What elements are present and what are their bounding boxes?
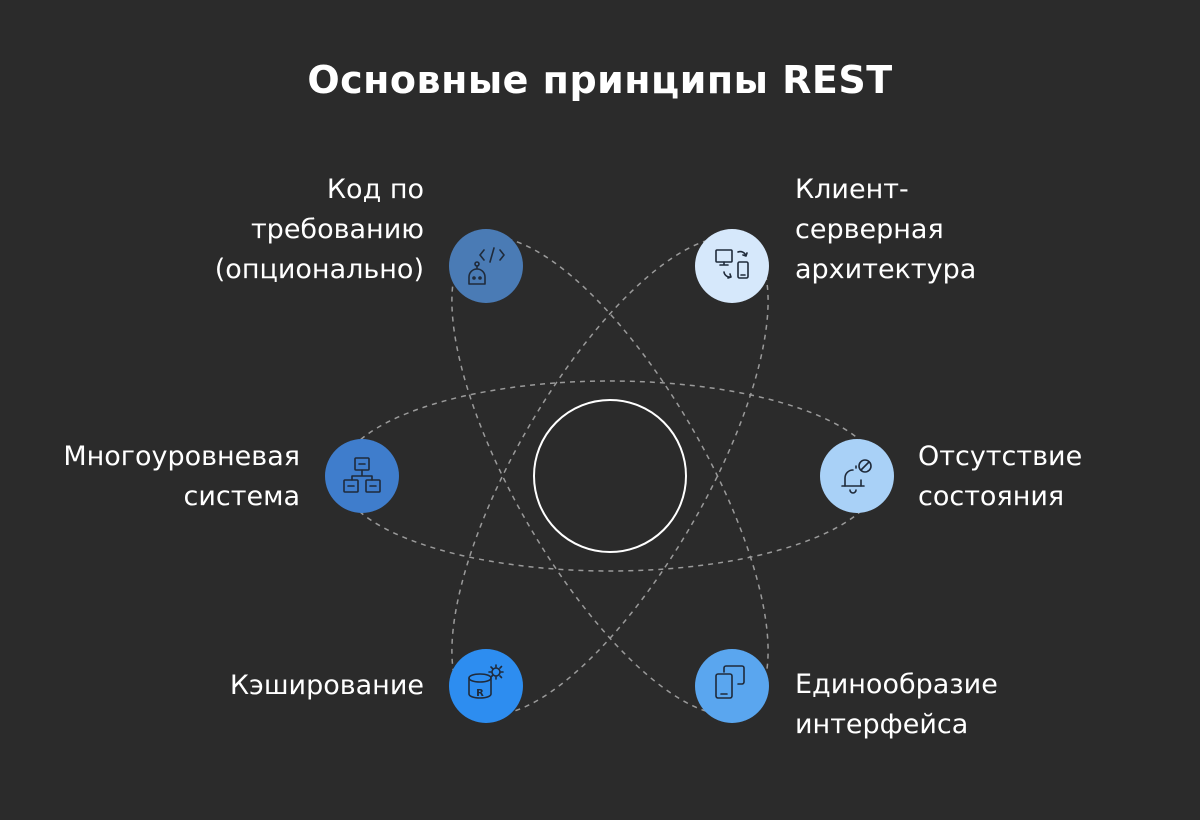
label-line: требованию: [250, 214, 424, 245]
label-line: архитектура: [795, 254, 977, 285]
orbit-horizontal: [339, 380, 881, 572]
label-line: серверная: [795, 214, 944, 245]
node-uniform-interface: [695, 649, 769, 723]
desktop-mobile-sync-icon: [715, 249, 749, 279]
label-line: система: [183, 481, 301, 512]
diagram-title: Основные принципы REST: [307, 58, 893, 102]
database-r-glyph: R: [476, 688, 484, 699]
label-client-server: Клиент- серверная архитектура: [795, 170, 976, 290]
devices-icon: [715, 665, 745, 699]
code-robot-icon: [468, 247, 505, 285]
label-line: Кэширование: [229, 670, 424, 701]
label-line: Многоуровневая: [63, 441, 300, 472]
node-code-on-demand: [449, 229, 523, 303]
database-gear-icon: [468, 664, 504, 699]
label-line: интерфейса: [795, 709, 969, 740]
center-ring: [533, 399, 687, 553]
label-line: Единообразие: [795, 669, 998, 700]
node-client-server: [695, 229, 769, 303]
bell-off-icon: [841, 459, 872, 494]
label-line: Код по: [326, 174, 424, 205]
label-code-on-demand: Код по требованию (опционально): [215, 170, 424, 290]
label-line: Отсутствие: [918, 441, 1083, 472]
label-layered-system: Многоуровневая система: [63, 437, 300, 517]
hierarchy-icon: [343, 457, 381, 493]
node-stateless: [820, 439, 894, 513]
label-line: состояния: [918, 481, 1065, 512]
label-caching: Кэширование: [230, 666, 424, 706]
label-uniform-interface: Единообразие интерфейса: [795, 665, 998, 745]
label-stateless: Отсутствие состояния: [918, 437, 1082, 517]
label-line: Клиент-: [795, 174, 909, 205]
node-caching: R: [449, 649, 523, 723]
label-line: (опционально): [214, 254, 424, 285]
node-layered-system: [325, 439, 399, 513]
